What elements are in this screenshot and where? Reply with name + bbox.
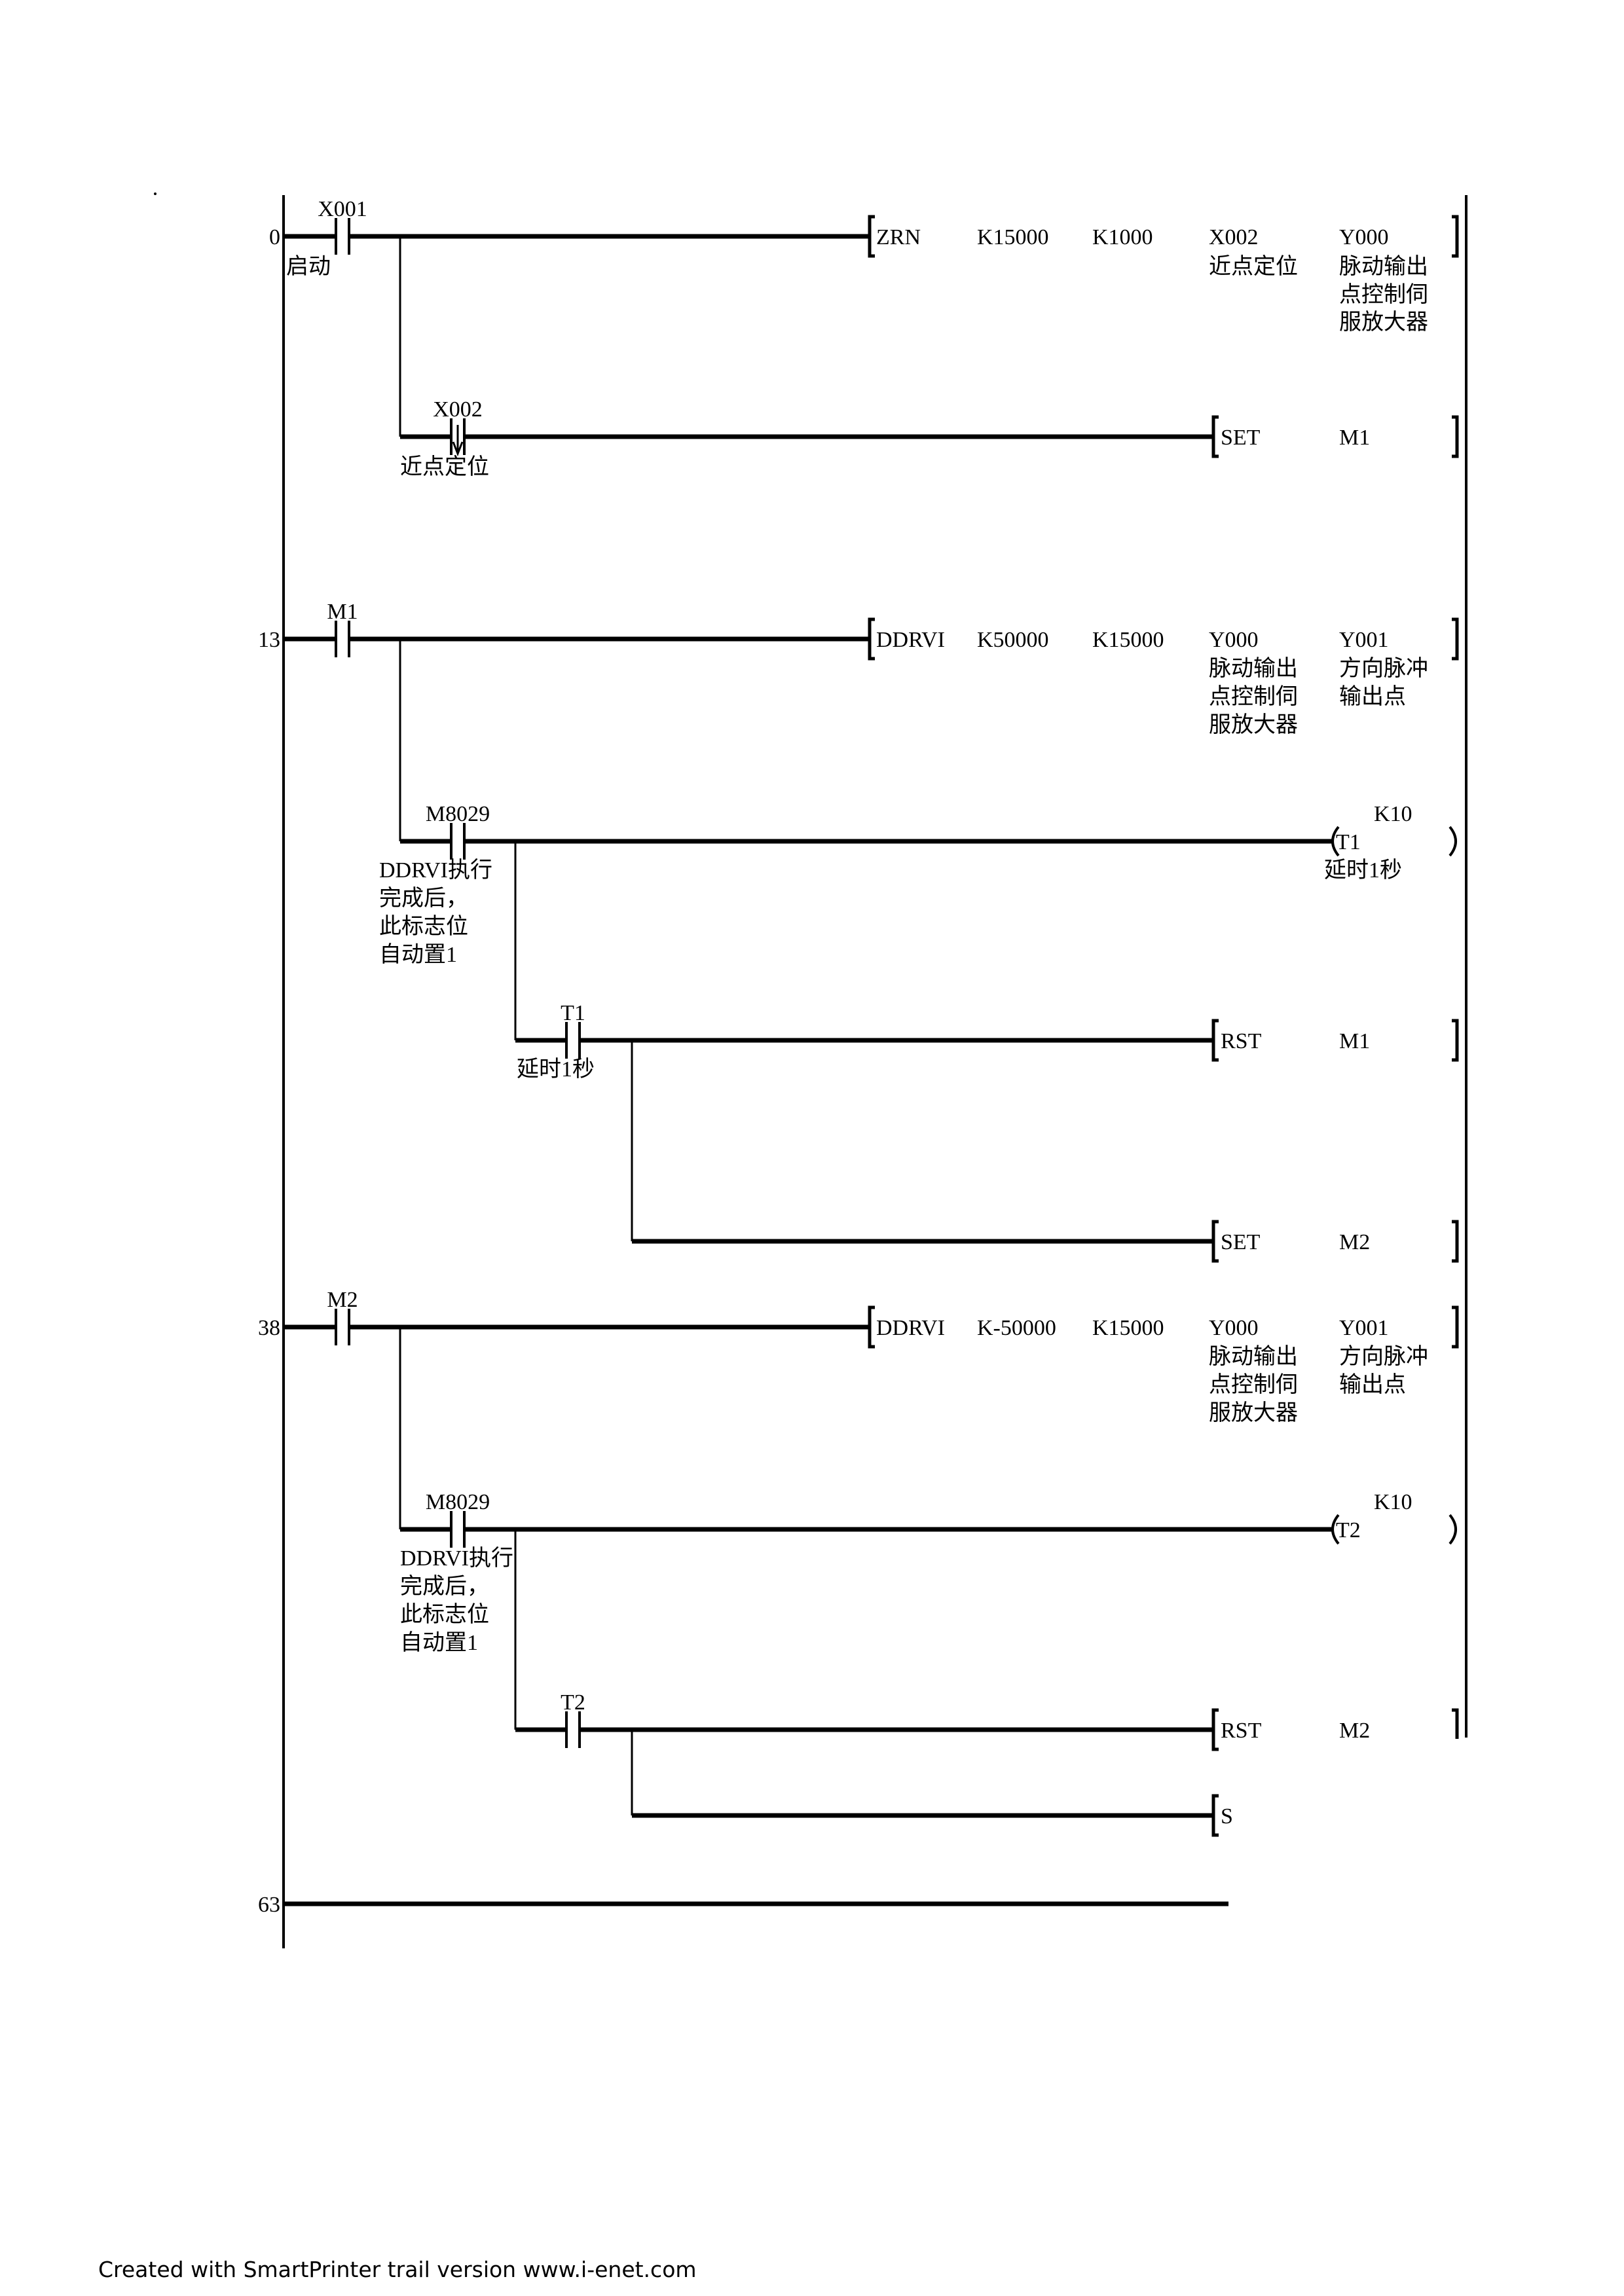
contact-comment: 自动置1 bbox=[400, 1630, 478, 1655]
operand: X002 bbox=[1209, 225, 1259, 249]
falling-edge-arrow-icon bbox=[452, 441, 464, 457]
timer-comment: 延时1秒 bbox=[1324, 858, 1402, 883]
operand: Y001 bbox=[1339, 628, 1389, 652]
step-number: 63 bbox=[258, 1893, 280, 1917]
operand: Y001 bbox=[1339, 1316, 1389, 1340]
instruction-bracket-close bbox=[1452, 1220, 1459, 1263]
contact-comment: 此标志位 bbox=[379, 914, 468, 939]
instruction-bracket-close bbox=[1452, 415, 1459, 458]
contact-comment: DDRVI执行 bbox=[400, 1546, 513, 1571]
operand-comment: 服放大器 bbox=[1339, 310, 1428, 335]
step-number: 38 bbox=[258, 1316, 280, 1340]
step-number: 13 bbox=[258, 628, 280, 652]
instruction: RST bbox=[1221, 1719, 1262, 1743]
operand-comment: 方向脉冲 bbox=[1339, 1344, 1428, 1369]
contact-gap bbox=[451, 1525, 464, 1533]
contact-label: T2 bbox=[561, 1690, 585, 1715]
contact-gap bbox=[566, 1726, 580, 1734]
contact-comment: 自动置1 bbox=[379, 942, 457, 967]
instruction: SET bbox=[1221, 426, 1261, 450]
instruction-bracket-close bbox=[1452, 215, 1459, 258]
contact-comment: 启动 bbox=[286, 254, 331, 279]
contact-label: M8029 bbox=[426, 802, 490, 826]
contact-comment: 近点定位 bbox=[400, 454, 489, 479]
operand: K15000 bbox=[1092, 628, 1164, 652]
contact-gap bbox=[336, 1323, 349, 1331]
operand-comment: 点控制伺 bbox=[1209, 1372, 1298, 1397]
contact-comment: 此标志位 bbox=[400, 1602, 489, 1627]
coil-open-paren bbox=[1331, 826, 1340, 857]
operand-comment: 方向脉冲 bbox=[1339, 656, 1428, 681]
footer-watermark: Created with SmartPrinter trail version … bbox=[98, 2257, 697, 2282]
operand-comment: 脉动输出 bbox=[1209, 1344, 1298, 1369]
operand-comment: 近点定位 bbox=[1209, 254, 1298, 279]
timer-setpoint: K10 bbox=[1374, 802, 1412, 826]
contact-label: X002 bbox=[433, 397, 483, 422]
instruction-bracket-open bbox=[868, 1305, 875, 1349]
operand-comment: 点控制伺 bbox=[1209, 684, 1298, 709]
coil-close-paren bbox=[1449, 826, 1457, 857]
instruction-partial: S bbox=[1221, 1804, 1233, 1829]
operand-comment: 输出点 bbox=[1339, 1372, 1406, 1397]
contact-label: M1 bbox=[327, 600, 358, 624]
operand: K50000 bbox=[977, 628, 1049, 652]
instruction-bracket-open bbox=[1211, 1794, 1219, 1837]
instruction-bracket-close bbox=[1452, 617, 1459, 661]
print-clip-mask bbox=[1235, 1739, 1624, 2066]
operand: M1 bbox=[1339, 426, 1370, 450]
stray-dot bbox=[154, 192, 157, 195]
instruction-bracket-open bbox=[1211, 1708, 1219, 1751]
timer-setpoint: K10 bbox=[1374, 1490, 1412, 1514]
labels: 0 13 38 63 X001 启动 ZRN K15000 K1000 X002… bbox=[258, 197, 1428, 1917]
instruction-bracket-close bbox=[1452, 1305, 1459, 1349]
operand: K15000 bbox=[977, 225, 1049, 249]
instruction: SET bbox=[1221, 1230, 1261, 1254]
contact-comment: DDRVI执行 bbox=[379, 858, 492, 883]
wires bbox=[154, 192, 1467, 1948]
operand: K15000 bbox=[1092, 1316, 1164, 1340]
instruction-bracket-open bbox=[868, 617, 875, 661]
contact-comment: 延时1秒 bbox=[517, 1057, 595, 1082]
instruction-bracket-open bbox=[868, 215, 875, 258]
operand: K1000 bbox=[1092, 225, 1153, 249]
timer-coil-label: T1 bbox=[1336, 830, 1361, 854]
operand: M1 bbox=[1339, 1029, 1370, 1053]
contact-comment: 完成后， bbox=[379, 886, 468, 911]
operand-comment: 脉动输出 bbox=[1339, 254, 1428, 279]
instruction-bracket-open bbox=[1211, 1220, 1219, 1263]
operand: Y000 bbox=[1209, 628, 1259, 652]
instruction: RST bbox=[1221, 1029, 1262, 1053]
coil-close-paren bbox=[1449, 1514, 1457, 1545]
contact-gap bbox=[451, 837, 464, 845]
step-number: 0 bbox=[269, 225, 280, 249]
operand: K-50000 bbox=[977, 1316, 1056, 1340]
contact-gap bbox=[566, 1036, 580, 1044]
instruction: DDRVI bbox=[876, 628, 945, 652]
contact-label: T1 bbox=[561, 1001, 585, 1025]
instruction-bracket-open bbox=[1211, 1019, 1219, 1062]
operand: M2 bbox=[1339, 1230, 1370, 1254]
operand: M2 bbox=[1339, 1719, 1370, 1743]
instruction: ZRN bbox=[876, 225, 921, 249]
operand: Y000 bbox=[1339, 225, 1389, 249]
timer-coil-label: T2 bbox=[1336, 1518, 1361, 1542]
contact-label: M8029 bbox=[426, 1490, 490, 1514]
contact-gap bbox=[336, 232, 349, 240]
coil-open-paren bbox=[1331, 1514, 1340, 1545]
instruction: DDRVI bbox=[876, 1316, 945, 1340]
contact-label: M2 bbox=[327, 1288, 358, 1312]
operand-comment: 输出点 bbox=[1339, 684, 1406, 709]
operand: Y000 bbox=[1209, 1316, 1259, 1340]
contact-comment: 完成后， bbox=[400, 1574, 489, 1599]
contact-gap bbox=[336, 635, 349, 643]
operand-comment: 点控制伺 bbox=[1339, 282, 1428, 307]
contact-label: X001 bbox=[318, 197, 367, 221]
instruction-bracket-open bbox=[1211, 415, 1219, 458]
operand-comment: 脉动输出 bbox=[1209, 656, 1298, 681]
operand-comment: 服放大器 bbox=[1209, 1400, 1298, 1425]
operand-comment: 服放大器 bbox=[1209, 712, 1298, 737]
instruction-bracket-close bbox=[1452, 1019, 1459, 1062]
